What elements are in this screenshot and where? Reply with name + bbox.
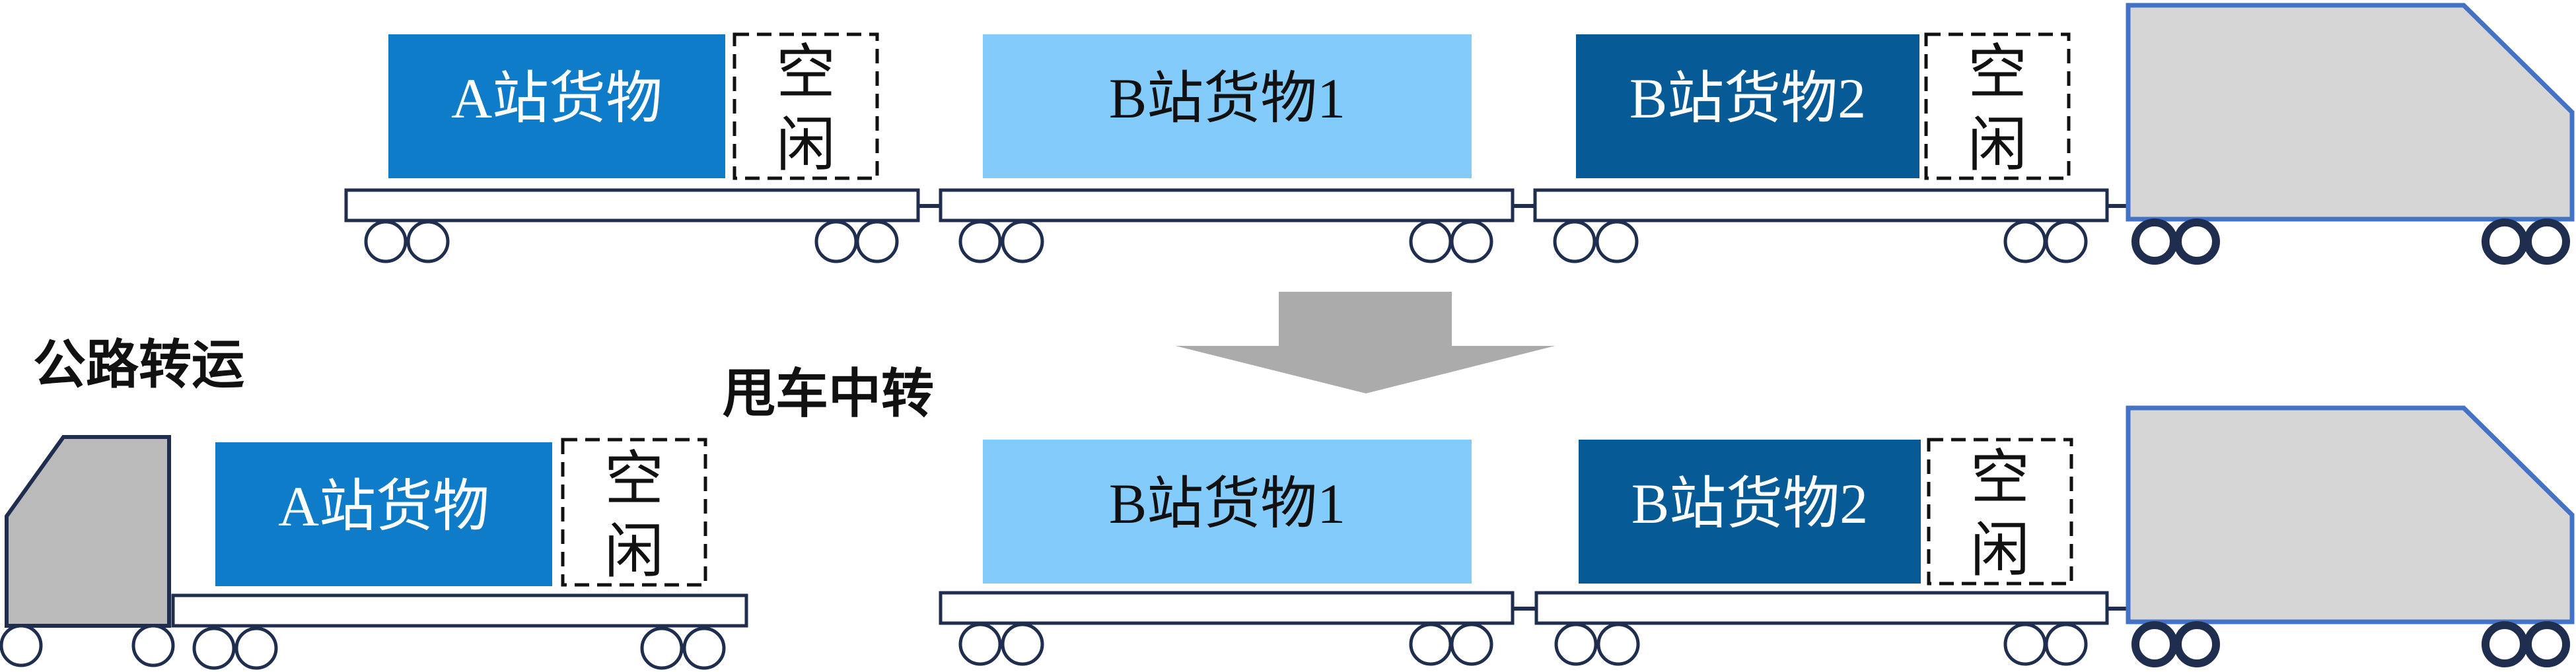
- bottom-car-1: B站货物1: [939, 440, 1515, 666]
- wheel-icon: [682, 626, 726, 670]
- wheel-icon: [1409, 220, 1452, 263]
- wheel-icon: [958, 220, 1002, 263]
- b2-cargo-block: [1576, 34, 1919, 178]
- wheel-icon: [364, 220, 408, 263]
- wheel-icon: [1450, 220, 1493, 263]
- wheel-icon: [1553, 220, 1596, 263]
- railcar-platform: [1534, 591, 2109, 625]
- railcar-platform: [939, 591, 1515, 625]
- wheel-icon: [2524, 218, 2570, 265]
- b2-cargo-label: B站货物2: [1629, 67, 1866, 130]
- wheel-icon: [2174, 218, 2220, 265]
- railcar-platform: [939, 188, 1515, 222]
- truck-cab-icon: [2126, 3, 2575, 265]
- wheel-icon: [2003, 220, 2047, 263]
- top-car-1: A站货物 空 闲: [344, 32, 920, 263]
- wheel-icon: [855, 220, 899, 263]
- idle-char-1: 空: [1968, 40, 2027, 106]
- idle-char-2: 闲: [1968, 113, 2027, 178]
- wheel-icon: [406, 220, 450, 263]
- road-transfer-label: 公路转运: [33, 334, 244, 395]
- top-car-3: B站货物2 空 闲: [1533, 32, 2109, 263]
- wheel-icon: [2044, 622, 2088, 666]
- truck-trailer-platform: [171, 593, 748, 628]
- down-arrow-icon: [1176, 292, 1555, 393]
- road-truck: A站货物 空 闲: [0, 435, 748, 670]
- wheel-icon: [131, 624, 175, 667]
- top-train: A站货物 空 闲 B站货物1 B站货物2 空 闲: [344, 3, 2575, 265]
- idle-char-1: 空: [776, 40, 836, 106]
- wheel-icon: [2044, 220, 2088, 263]
- truck-cab-icon: [2126, 405, 2575, 667]
- wheel-icon: [814, 220, 858, 263]
- b1-cargo-block: [983, 34, 1472, 178]
- wheel-icon: [1554, 622, 1598, 666]
- idle-char-1: 空: [1970, 446, 2030, 511]
- bottom-car-2: B站货物2 空 闲: [1534, 438, 2109, 666]
- drop-trailer-label: 甩车中转: [723, 363, 934, 424]
- idle-slot: [561, 438, 707, 587]
- railcar-platform: [344, 188, 920, 222]
- wheel-icon: [1001, 622, 1044, 666]
- wheel-icon: [2174, 621, 2220, 667]
- idle-slot: [1927, 438, 2073, 586]
- b2-cargo-block: [1579, 440, 1921, 584]
- b1-cargo-block: [983, 440, 1472, 584]
- wheel-icon: [640, 626, 684, 670]
- wheel-icon: [1001, 220, 1044, 263]
- top-car-2: B站货物1: [939, 34, 1515, 263]
- wheel-icon: [2003, 622, 2047, 666]
- a-cargo-block: [388, 34, 725, 178]
- b2-cargo-label: B站货物2: [1631, 472, 1868, 535]
- wheel-icon: [192, 626, 236, 670]
- b1-cargo-label: B站货物1: [1109, 67, 1345, 130]
- b1-cargo-label: B站货物1: [1109, 472, 1345, 535]
- wheel-icon: [234, 626, 278, 670]
- idle-char-1: 空: [604, 447, 664, 512]
- a-cargo-label: A站货物: [278, 475, 489, 538]
- a-cargo-block: [215, 442, 552, 586]
- wheel-icon: [1450, 622, 1493, 666]
- idle-char-2: 闲: [604, 520, 664, 585]
- wheel-icon: [2482, 218, 2528, 265]
- wheel-icon: [2524, 621, 2570, 667]
- idle-char-2: 闲: [776, 113, 836, 178]
- railcar-platform: [1533, 188, 2109, 222]
- truck-cab-icon: [5, 435, 171, 628]
- wheel-icon: [1595, 220, 1639, 263]
- idle-slot: [733, 32, 879, 180]
- wheel-icon: [1409, 622, 1452, 666]
- wheel-icon: [2482, 621, 2528, 667]
- idle-char-2: 闲: [1970, 518, 2030, 584]
- wheel-icon: [2131, 218, 2178, 265]
- wheel-icon: [958, 622, 1002, 666]
- wheel-icon: [2131, 621, 2178, 667]
- idle-slot: [1924, 32, 2071, 180]
- bottom-train: B站货物1 B站货物2 空 闲: [939, 405, 2575, 667]
- wheel-icon: [0, 624, 43, 667]
- wheel-icon: [1596, 622, 1640, 666]
- a-cargo-label: A站货物: [451, 67, 662, 130]
